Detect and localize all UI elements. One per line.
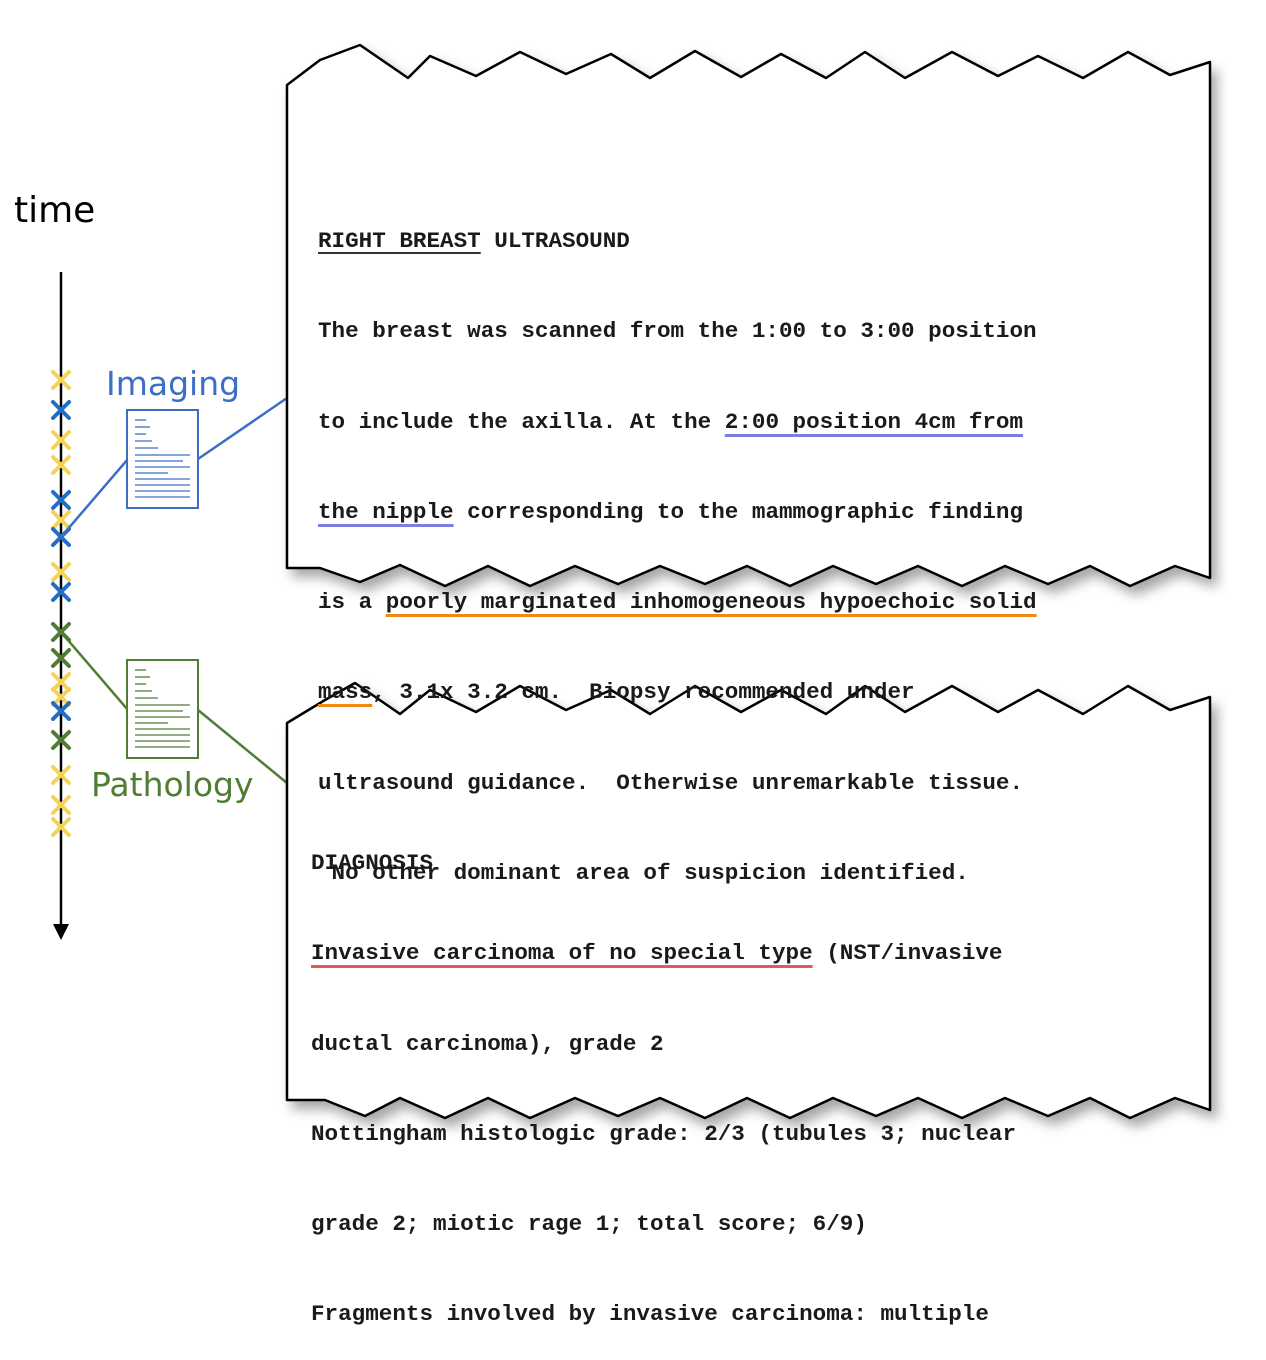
pathology-report-paper xyxy=(285,681,1212,1120)
diagram-canvas xyxy=(51,43,1212,1120)
report-line: ductal carcinoma), grade 2 xyxy=(311,1030,664,1057)
location-highlight: the nipple xyxy=(318,498,454,525)
timeline-event-blue xyxy=(51,490,71,510)
timeline-event-yellow xyxy=(51,430,71,450)
heading-underlined: RIGHT BREAST xyxy=(318,228,481,254)
report-line: ultrasound guidance. Otherwise unremarka… xyxy=(318,769,1024,796)
finding-highlight: poorly marginated inhomogeneous hypoecho… xyxy=(385,589,1037,616)
imaging-report-text: RIGHT BREAST ULTRASOUND The breast was s… xyxy=(318,170,1037,918)
location-highlight: 2:00 position 4cm from xyxy=(724,408,1024,435)
timeline-event-yellow xyxy=(51,455,71,475)
pathology-document-icon xyxy=(126,659,199,759)
report-line: Nottingham histologic grade: 2/3 (tubule… xyxy=(311,1120,1017,1147)
report-heading: RIGHT BREAST ULTRASOUND xyxy=(318,228,630,254)
pathology-label: Pathology xyxy=(91,765,254,804)
timeline-event-yellow xyxy=(51,510,71,530)
timeline-event-blue xyxy=(51,582,71,602)
time-axis-label: time xyxy=(14,190,96,231)
report-line: grade 2; miotic rage 1; total score; 6/9… xyxy=(311,1211,867,1238)
report-heading: DIAGNOSIS xyxy=(311,850,434,876)
timeline-event-yellow xyxy=(51,672,71,692)
pathology-report-connector-line xyxy=(197,709,288,784)
timeline-event-green xyxy=(51,730,71,750)
imaging-label: Imaging xyxy=(106,364,241,403)
diagnosis-highlight: Invasive carcinoma of no special type xyxy=(311,940,813,967)
imaging-report-connector-line xyxy=(197,396,288,461)
timeline-arrowhead xyxy=(53,924,69,940)
report-line: The breast was scanned from the 1:00 to … xyxy=(318,318,1037,345)
timeline-event-blue xyxy=(51,701,71,721)
report-line: the nipple corresponding to the mammogra… xyxy=(318,498,1024,525)
report-line: Invasive carcinoma of no special type (N… xyxy=(311,940,1003,967)
timeline-event-markers xyxy=(51,370,71,837)
timeline-event-blue xyxy=(51,400,71,420)
report-line: No other dominant area of suspicion iden… xyxy=(318,860,969,887)
timeline-event-yellow xyxy=(51,795,71,815)
timeline-event-yellow xyxy=(51,817,71,837)
timeline-event-green xyxy=(51,648,71,668)
timeline-event-yellow xyxy=(51,687,71,707)
imaging-report-paper xyxy=(285,43,1212,588)
finding-highlight: mass xyxy=(318,679,373,706)
report-line: Fragments involved by invasive carcinoma… xyxy=(311,1301,989,1328)
timeline-event-yellow xyxy=(51,370,71,390)
report-line: to include the axilla. At the 2:00 posit… xyxy=(318,408,1024,435)
imaging-document-icon xyxy=(126,409,199,509)
pathology-connector-line xyxy=(60,631,129,711)
report-line: mass, 3.1x 3.2 cm. Biopsy recommended un… xyxy=(318,679,915,706)
timeline-event-yellow xyxy=(51,765,71,785)
timeline-event-yellow xyxy=(51,562,71,582)
report-line: is a poorly marginated inhomogeneous hyp… xyxy=(318,589,1037,616)
imaging-connector-line xyxy=(60,458,129,538)
pathology-report-text: DIAGNOSIS Invasive carcinoma of no speci… xyxy=(311,792,1016,1360)
